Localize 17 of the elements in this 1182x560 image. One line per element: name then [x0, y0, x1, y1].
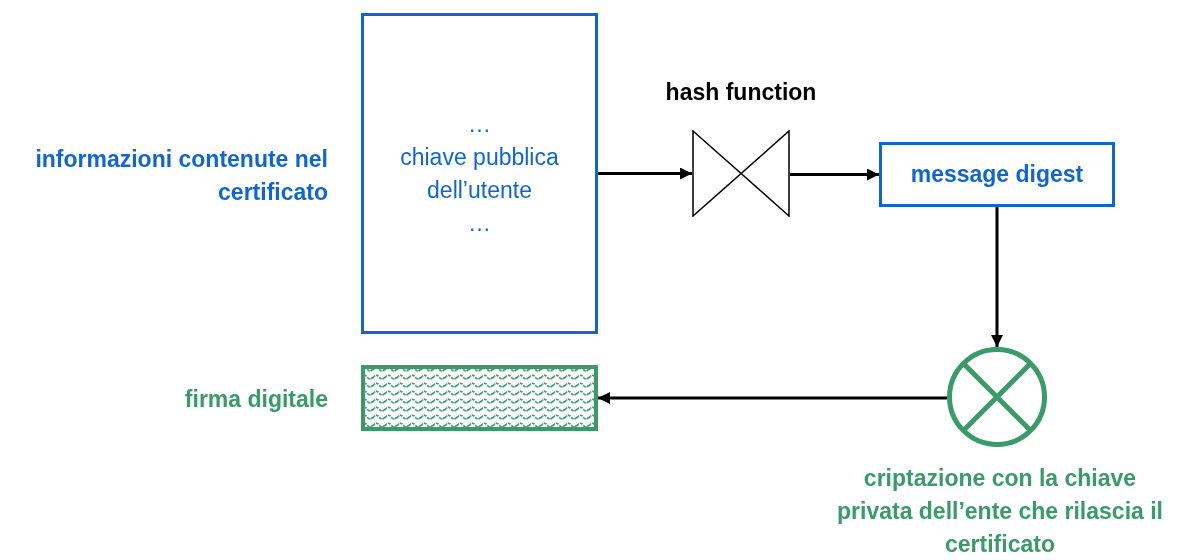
- annotation-label: informazioni contenute nel certificato: [34, 145, 328, 207]
- box-text: …: [468, 208, 491, 238]
- encryption-symbol: [947, 347, 1047, 447]
- arrow: [991, 207, 1003, 347]
- annotation-label: hash function: [664, 78, 818, 107]
- signature-box: [361, 365, 598, 431]
- arrow: [790, 168, 879, 181]
- annotation-label: firma digitale: [183, 385, 328, 414]
- annotation-label: criptazione con la chiave privata dell’ente che rilascia il certificato: [836, 464, 1164, 559]
- box-text: chiave pubblica dell’utente: [399, 142, 560, 205]
- process-box: [361, 13, 598, 334]
- arrow: [598, 392, 947, 404]
- arrow: [598, 167, 692, 180]
- process-box: [879, 142, 1115, 207]
- box-text: message digest: [910, 160, 1084, 189]
- hash-function-symbol: [692, 130, 790, 217]
- box-text: …: [468, 109, 491, 139]
